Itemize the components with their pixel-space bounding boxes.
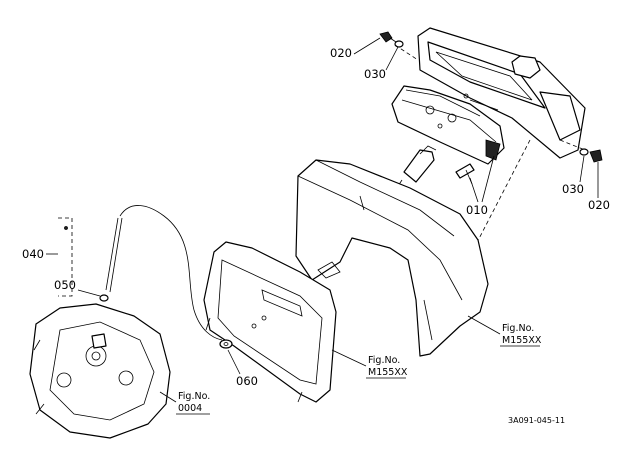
callout-020-top: 020: [330, 46, 352, 60]
fig-ref-leader-0004: [159, 391, 177, 403]
callout-050: 050: [54, 278, 76, 292]
callout-010: 010: [466, 203, 488, 217]
gear-case: [29, 303, 171, 439]
fig-ref-label-center: Fig.No.: [368, 355, 400, 366]
panel-frame: [203, 241, 337, 403]
callout-040: 040: [22, 247, 44, 261]
o-ring-050: [99, 294, 109, 302]
fig-ref-leader-center: [331, 349, 367, 367]
figure-references: Fig.No. M155XX Fig.No. M155XX Fig.No. 00…: [159, 315, 542, 415]
callout-030-right: 030: [562, 182, 584, 196]
leader-030-top: [385, 46, 399, 71]
callout-030-top: 030: [364, 67, 386, 81]
leader-060: [227, 349, 241, 375]
fig-ref-label-0004: Fig.No.: [178, 391, 210, 402]
washer-030-right: [579, 148, 589, 156]
leader-030-right: [579, 155, 585, 183]
instrument-panel: [391, 85, 505, 165]
bolt-020-right: [589, 149, 603, 163]
cable-bracket-dashed: [58, 217, 73, 297]
fig-ref-number-0004: 0004: [178, 403, 202, 414]
leader-020-top: [353, 37, 381, 55]
panel-cover: [417, 27, 586, 159]
leader-050: [77, 289, 101, 297]
callout-060: 060: [236, 374, 258, 388]
tachometer-cable: [105, 205, 223, 341]
assembly-line-right: [469, 139, 531, 257]
fig-ref-number-center: M155XX: [368, 367, 408, 378]
assembly-line-top: [394, 44, 419, 61]
dash-cowl: [295, 159, 489, 357]
drawing-number: 3A091-045-11: [508, 416, 565, 425]
leader-010-b: [481, 155, 495, 203]
callout-020-right: 020: [588, 198, 610, 212]
fig-ref-leader-right: [467, 315, 501, 335]
callouts: 020 030 010 030 020 040 050 060: [22, 37, 610, 388]
leader-010-a: [469, 177, 479, 203]
nut-060: [219, 339, 233, 349]
bolt-020-top: [379, 31, 397, 43]
meter-cable-connector: [397, 145, 437, 187]
fig-ref-label-right: Fig.No.: [502, 323, 534, 334]
washer-030-top: [394, 40, 404, 48]
cable-mark: [64, 226, 68, 230]
fig-ref-number-right: M155XX: [502, 335, 542, 346]
assembly-line-bolt: [559, 139, 586, 151]
